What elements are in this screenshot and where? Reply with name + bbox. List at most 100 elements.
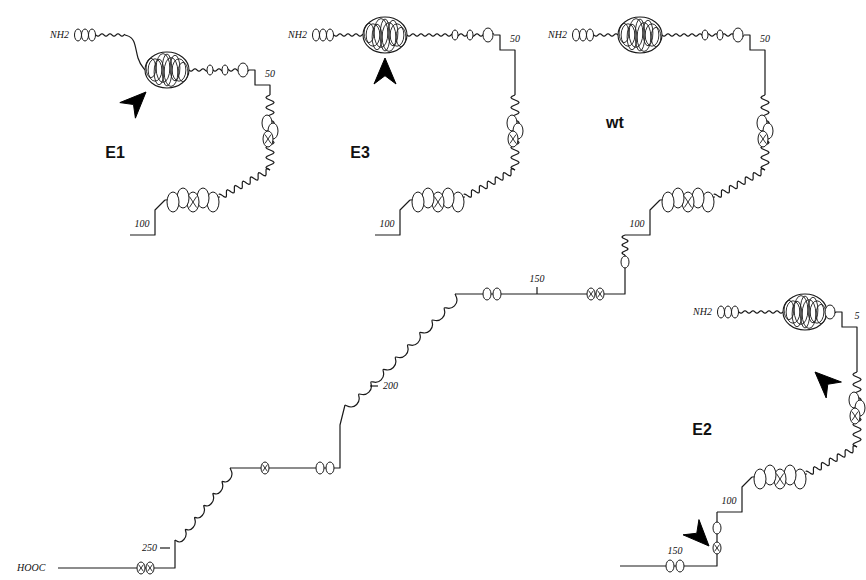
oval-outline	[573, 29, 580, 41]
oval-hatch	[139, 565, 144, 572]
mutation-arrow	[815, 372, 841, 398]
oval-hatch	[148, 565, 153, 572]
oval-mark	[89, 29, 96, 41]
mutation-arrow	[683, 520, 709, 546]
oval-mark	[483, 28, 493, 42]
oval-outline	[850, 408, 860, 424]
oval-outline	[676, 560, 684, 572]
oval-mark	[580, 29, 587, 41]
oval-outline	[587, 288, 595, 300]
crossed-oval	[850, 408, 860, 424]
oval-hatch	[263, 465, 268, 472]
hydrophobic-cluster	[618, 17, 662, 53]
oval-hatch	[684, 197, 691, 208]
oval-outline	[89, 29, 96, 41]
oval-hatch	[598, 291, 603, 298]
oval-mark	[327, 29, 334, 41]
oval-hatch	[776, 474, 783, 485]
chain-segment	[230, 405, 345, 468]
chain-segment	[58, 540, 175, 568]
oval-outline	[580, 29, 587, 41]
hydrophobic-cluster	[145, 52, 189, 88]
terminus-label: NH2	[49, 30, 70, 40]
residue-number: 50	[509, 34, 521, 44]
chain-layer	[58, 34, 861, 568]
oval-hatch	[776, 474, 783, 485]
oval-mark	[320, 29, 327, 41]
oval-outline	[261, 462, 269, 474]
variant-label: wt	[605, 115, 625, 131]
chain-segment	[407, 34, 494, 36]
oval-mark	[207, 65, 213, 75]
oval-outline	[758, 131, 768, 147]
oval-outline	[238, 63, 248, 77]
crossed-oval	[758, 131, 768, 147]
chain-segment	[622, 235, 628, 255]
cluster-loop	[816, 304, 826, 323]
oval-mark	[732, 306, 739, 318]
chain-segment	[464, 168, 515, 197]
oval-outline	[483, 288, 491, 300]
oval-outline	[718, 306, 725, 318]
oval-mark	[666, 560, 674, 572]
oval-outline	[146, 562, 154, 574]
variant-label: E3	[349, 145, 371, 161]
oval-outline	[621, 256, 629, 268]
chain-segment	[625, 200, 660, 235]
oval-mark	[483, 288, 491, 300]
oval-hatch	[510, 135, 516, 144]
residue-number: 150	[529, 274, 546, 284]
oval-outline	[732, 306, 739, 318]
hydrophobic-cluster	[783, 294, 827, 330]
terminus-label: NH2	[287, 30, 308, 40]
chain-segment	[219, 168, 270, 197]
oval-mark	[725, 306, 732, 318]
residue-tick	[536, 287, 537, 294]
oval-outline	[452, 30, 458, 40]
cluster-outline	[618, 17, 662, 53]
oval-mark	[702, 30, 708, 40]
residue-number: 5	[854, 311, 861, 321]
oval-outline	[82, 29, 89, 41]
chain-segment	[375, 200, 410, 235]
oval-hatch	[139, 565, 144, 572]
oval-outline	[713, 522, 721, 534]
oval-mark	[493, 288, 501, 300]
chain-segment	[130, 200, 165, 235]
mutation-arrow	[374, 58, 396, 84]
oval-outline	[313, 29, 320, 41]
oval-outline	[137, 562, 145, 574]
oval-hatch	[434, 197, 441, 208]
oval-mark	[222, 65, 228, 75]
chain-segment	[739, 311, 783, 313]
oval-hatch	[760, 135, 766, 144]
cluster-outline	[145, 52, 189, 88]
chain-segment	[620, 512, 717, 566]
variant-label: E2	[691, 422, 713, 438]
terminus-label: NH2	[547, 30, 568, 40]
chain-segment	[836, 312, 857, 372]
oval-outline	[717, 30, 723, 40]
oval-mark	[573, 29, 580, 41]
oval-mark	[452, 30, 458, 40]
oval-mark	[75, 29, 82, 41]
structure-layer	[75, 17, 866, 574]
oval-hatch	[852, 412, 858, 421]
oval-outline	[666, 560, 674, 572]
oval-mark	[733, 28, 743, 42]
oval-hatch	[715, 545, 720, 552]
oval-outline	[326, 462, 334, 474]
chain-segment	[494, 35, 515, 95]
hydrophobic-cluster	[363, 17, 407, 53]
crossed-oval	[713, 542, 721, 554]
oval-outline	[327, 29, 334, 41]
crossed-oval	[146, 562, 154, 574]
crossed-oval	[137, 562, 145, 574]
oval-mark	[167, 192, 179, 212]
terminus-label: HOOC	[16, 563, 46, 573]
helix-staircase	[345, 294, 457, 407]
oval-outline	[713, 542, 721, 554]
crossed-oval	[508, 131, 518, 147]
oval-hatch	[715, 545, 720, 552]
oval-outline	[207, 65, 213, 75]
